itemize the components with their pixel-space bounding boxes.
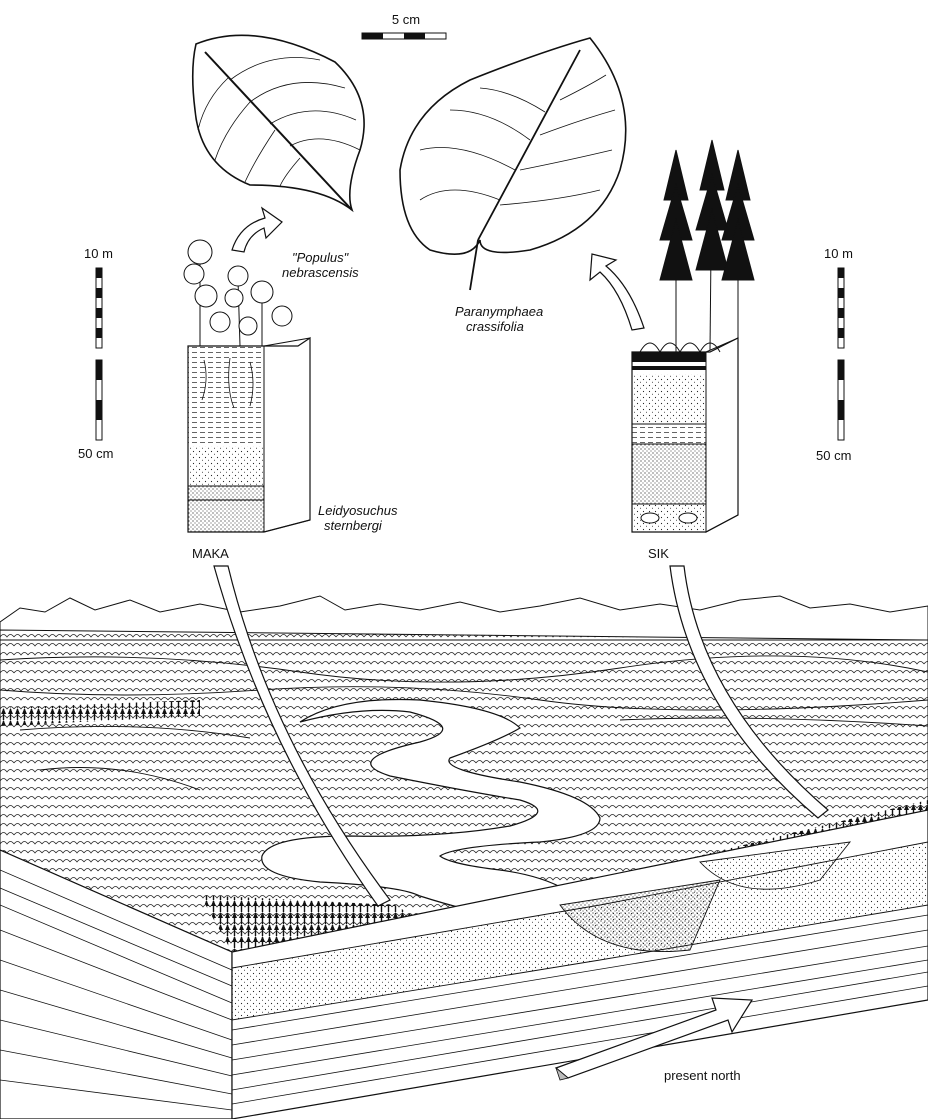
populus-label-line2: nebrascensis <box>282 265 359 280</box>
sik-site-label: SIK <box>648 546 669 561</box>
paranymphaea-pointer-arrow <box>590 254 644 330</box>
paranymphaea-leaf <box>400 38 626 290</box>
leidyosuchus-label-line2: sternbergi <box>324 518 382 533</box>
left-vertical-scale <box>96 268 102 440</box>
populus-pointer-arrow <box>232 208 282 252</box>
maka-site-label: MAKA <box>192 546 229 561</box>
maka-section <box>184 240 310 532</box>
right-vertical-scale <box>838 268 844 440</box>
left-scale-bottom-label: 50 cm <box>78 446 113 461</box>
paranymphaea-label-line1: Paranymphaea <box>455 304 543 319</box>
left-scale-top-label: 10 m <box>84 246 113 261</box>
populus-leaf <box>193 35 364 210</box>
block-diagram <box>0 596 928 1119</box>
paranymphaea-label-line2: crassifolia <box>466 319 524 334</box>
right-scale-top-label: 10 m <box>824 246 853 261</box>
sik-section <box>632 140 754 532</box>
leidyosuchus-label-line1: Leidyosuchus <box>318 503 398 518</box>
leaf-scale-label: 5 cm <box>376 12 436 27</box>
populus-label-line1: "Populus" <box>292 250 348 265</box>
present-north-label: present north <box>664 1068 741 1083</box>
leaf-scale-bar <box>362 33 446 39</box>
right-scale-bottom-label: 50 cm <box>816 448 851 463</box>
